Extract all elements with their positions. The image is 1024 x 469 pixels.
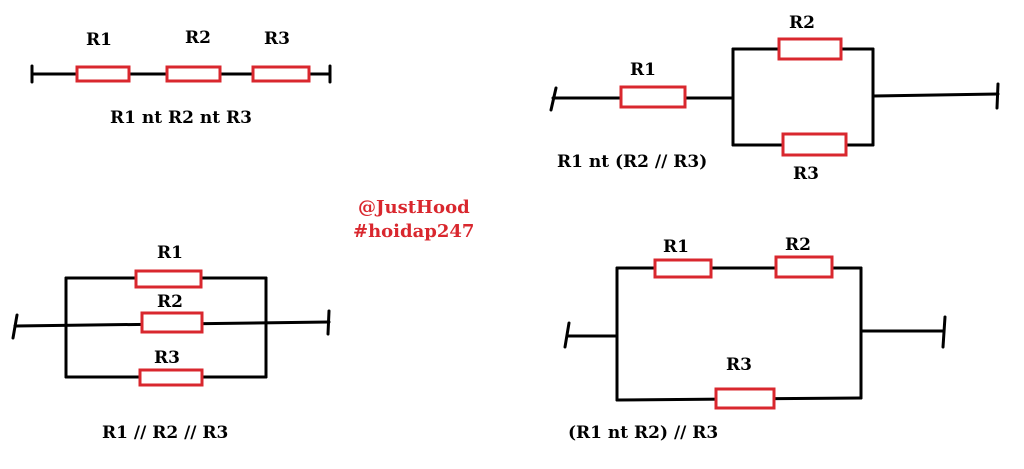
watermark: @JustHood #hoidap247 [353, 197, 474, 242]
watermark-hashtag: #hoidap247 [353, 221, 474, 242]
resistor-r3 [138, 368, 204, 387]
label-r3: R3 [264, 29, 290, 49]
resistor-r2 [777, 37, 843, 61]
watermark-handle: @JustHood [358, 197, 470, 218]
circuit-series: R1 R2 R3 R1 nt R2 nt R3 [30, 28, 332, 128]
caption: (R1 nt R2) // R3 [568, 423, 718, 443]
caption: R1 // R2 // R3 [102, 423, 228, 443]
label-r3: R3 [793, 164, 819, 184]
wire [871, 92, 1000, 98]
resistor-r2 [774, 255, 834, 279]
circuit-parallel: R1 R2 R3 R1 // R2 // R3 [11, 243, 331, 443]
caption: R1 nt (R2 // R3) [557, 152, 707, 172]
circuit-parallel-series: R1 R2 R3 (R1 nt R2) // R3 [563, 235, 947, 443]
terminal-right [995, 82, 1000, 110]
resistor-r1 [134, 269, 203, 289]
label-r2: R2 [789, 13, 815, 33]
label-r3: R3 [726, 355, 752, 375]
caption: R1 nt R2 nt R3 [110, 108, 252, 128]
label-r2: R2 [157, 292, 183, 312]
label-r1: R1 [630, 60, 656, 80]
label-r2: R2 [185, 28, 211, 48]
label-r1: R1 [157, 243, 183, 263]
resistor-r1 [653, 258, 713, 279]
label-r2: R2 [785, 235, 811, 255]
circuit-series-parallel: R1 R2 R3 R1 nt (R2 // R3) [549, 13, 1000, 184]
resistor-r1 [75, 65, 131, 83]
resistor-r2 [140, 311, 204, 334]
label-r3: R3 [154, 348, 180, 368]
label-r1: R1 [663, 237, 689, 257]
resistor-r3 [781, 132, 848, 157]
resistor-r3 [251, 65, 311, 83]
resistor-r2 [165, 65, 222, 83]
resistor-r3 [714, 387, 776, 410]
label-r1: R1 [86, 30, 112, 50]
resistor-r1 [619, 85, 687, 109]
